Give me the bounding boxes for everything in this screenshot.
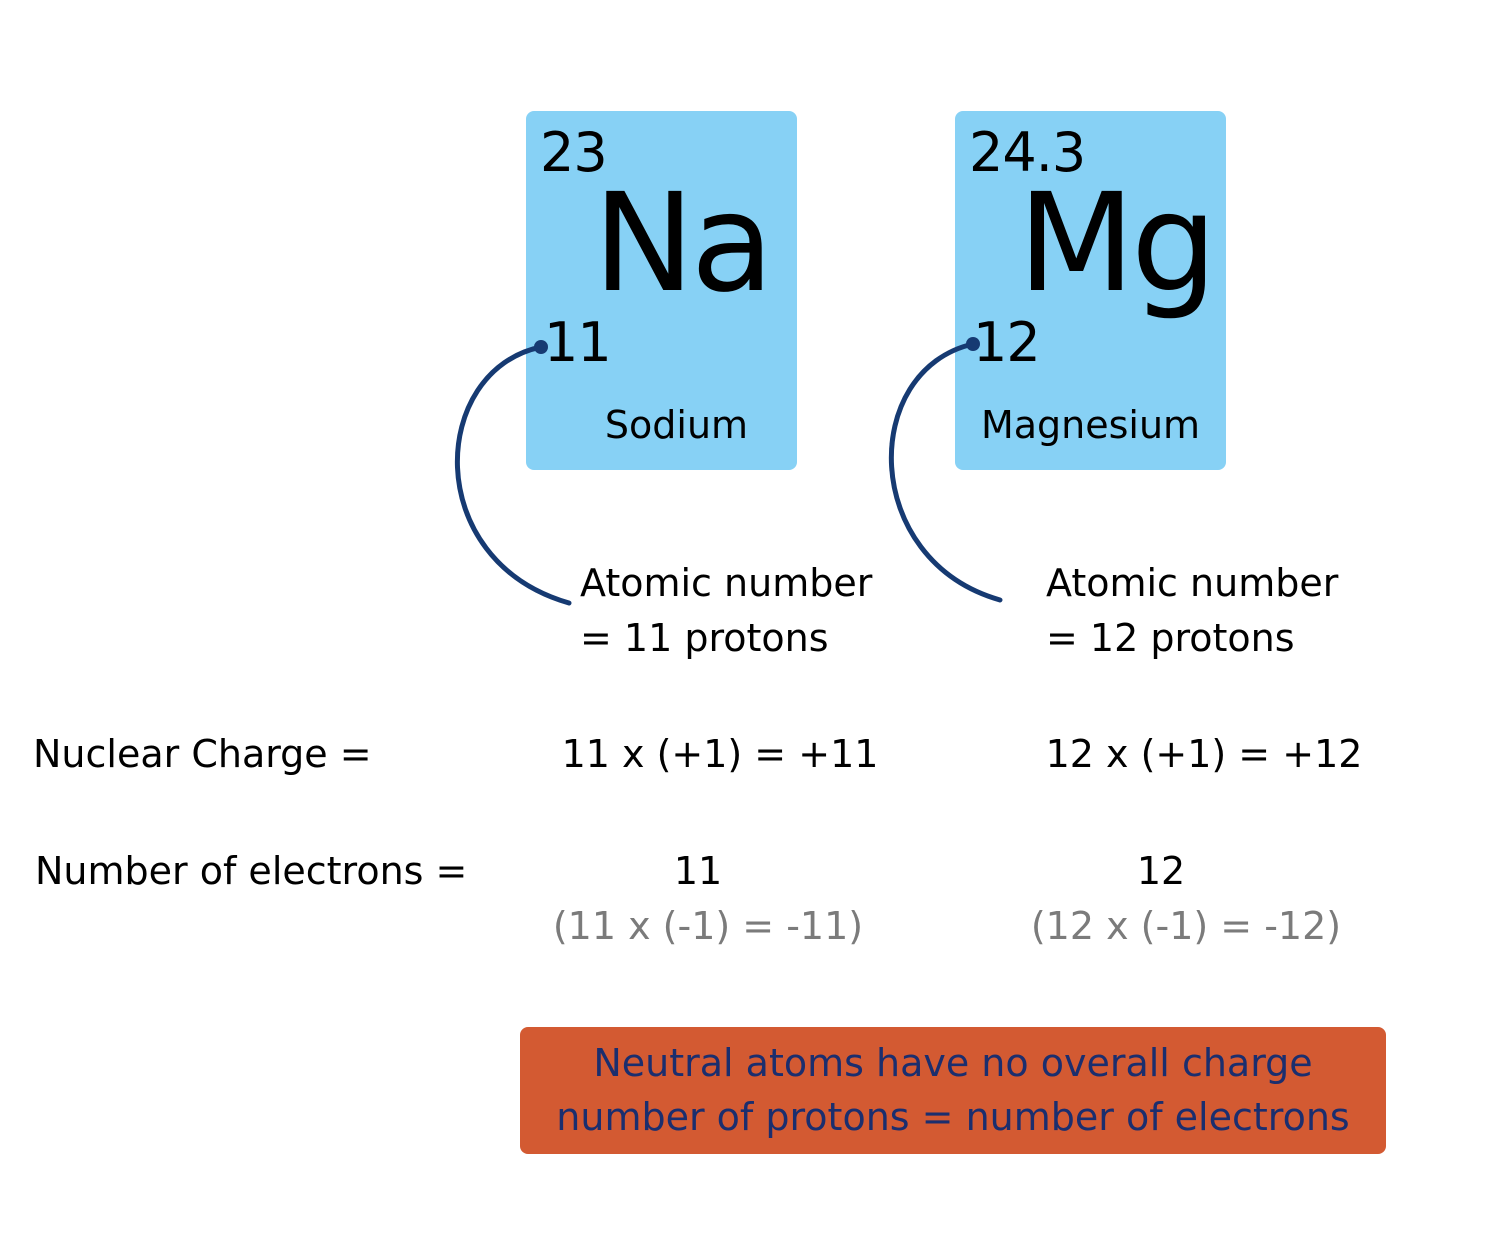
magnesium-name: Magnesium bbox=[980, 403, 1201, 447]
sodium-tile: 23 Na 11 Sodium bbox=[526, 111, 797, 470]
magnesium-connector bbox=[888, 341, 1003, 603]
magnesium-mass-number: 24.3 bbox=[969, 121, 1086, 184]
magnesium-tile: 24.3 Mg 12 Magnesium bbox=[955, 111, 1226, 470]
summary-callout: Neutral atoms have no overall charge num… bbox=[520, 1027, 1386, 1154]
sodium-connector-dot bbox=[534, 340, 548, 354]
magnesium-symbol: Mg bbox=[1017, 165, 1218, 323]
sodium-symbol: Na bbox=[592, 165, 774, 323]
callout-line-1: Neutral atoms have no overall charge bbox=[593, 1041, 1313, 1085]
sodium-name: Sodium bbox=[604, 403, 749, 447]
nuclear-charge-label: Nuclear Charge = bbox=[33, 732, 372, 776]
magnesium-nuclear-charge: 12 x (+1) = +12 bbox=[1045, 732, 1363, 776]
sodium-electron-charge: (11 x (-1) = -11) bbox=[552, 904, 864, 948]
magnesium-atomic-number: 12 bbox=[973, 311, 1041, 374]
sodium-annotation-line-1: Atomic number bbox=[580, 561, 873, 605]
sodium-electron-count: 11 bbox=[673, 849, 723, 893]
sodium-connector bbox=[455, 344, 572, 606]
sodium-annotation-line-2: = 11 protons bbox=[580, 616, 829, 660]
callout-line-2: number of protons = number of electrons bbox=[556, 1095, 1350, 1139]
sodium-nuclear-charge: 11 x (+1) = +11 bbox=[561, 732, 879, 776]
sodium-mass-number: 23 bbox=[540, 121, 608, 184]
magnesium-annotation-line-1: Atomic number bbox=[1046, 561, 1339, 605]
sodium-atomic-number: 11 bbox=[544, 311, 612, 374]
magnesium-connector-dot bbox=[966, 337, 980, 351]
magnesium-annotation-line-2: = 12 protons bbox=[1046, 616, 1295, 660]
magnesium-electron-count: 12 bbox=[1136, 849, 1186, 893]
magnesium-electron-charge: (12 x (-1) = -12) bbox=[1030, 904, 1342, 948]
electrons-label: Number of electrons = bbox=[35, 849, 468, 893]
